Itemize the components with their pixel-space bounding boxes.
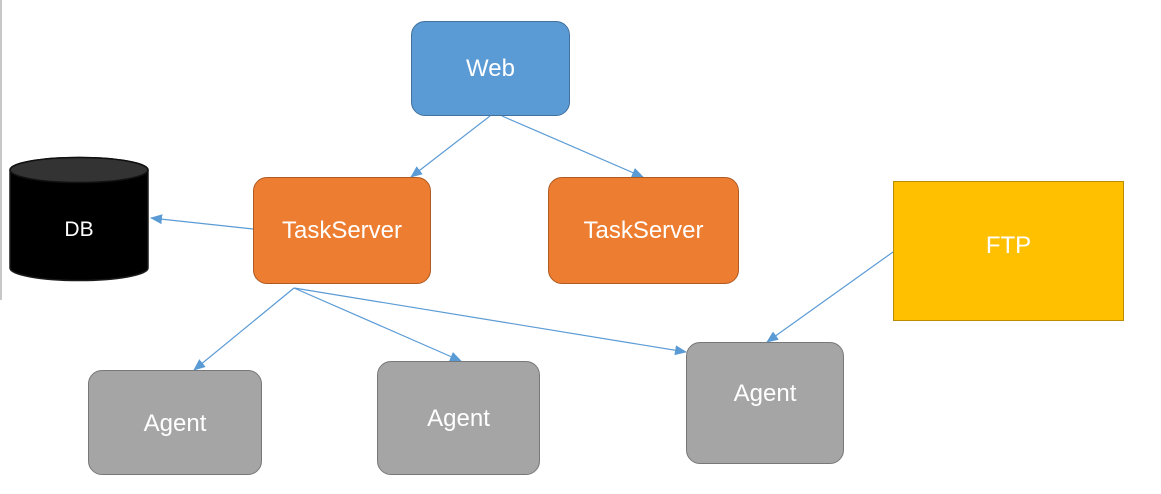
- taskserver-node-1-label: TaskServer: [281, 216, 403, 244]
- arrow-web-to-taskserver-2: [501, 115, 644, 178]
- ftp-node: FTP: [893, 181, 1124, 321]
- db-label: DB: [64, 218, 94, 241]
- arrow-taskserver-to-agent-1: [193, 287, 295, 371]
- arrow-ftp-to-agent-3: [766, 251, 894, 343]
- taskserver-node-1: TaskServer: [253, 177, 431, 284]
- arrow-taskserver-to-agent-3: [293, 287, 687, 356]
- database-top-rim: [9, 156, 149, 184]
- arrow-web-to-taskserver-1: [410, 115, 491, 178]
- web-node-label: Web: [466, 54, 515, 82]
- taskserver-node-2: TaskServer: [548, 177, 739, 284]
- arrow-taskserver-to-db: [150, 214, 254, 230]
- ftp-node-label: FTP: [985, 232, 1032, 259]
- left-edge-divider: [0, 0, 2, 300]
- agent-node-3-label: Agent: [733, 380, 797, 407]
- agent-node-2-label: Agent: [427, 405, 490, 432]
- agent-node-3: Agent: [686, 342, 844, 464]
- agent-node-1: Agent: [88, 370, 262, 475]
- web-node: Web: [411, 21, 570, 116]
- agent-node-1-label: Agent: [143, 409, 207, 437]
- taskserver-node-2-label: TaskServer: [583, 216, 704, 244]
- arrow-taskserver-to-agent-2: [293, 287, 462, 362]
- agent-node-2: Agent: [377, 361, 540, 475]
